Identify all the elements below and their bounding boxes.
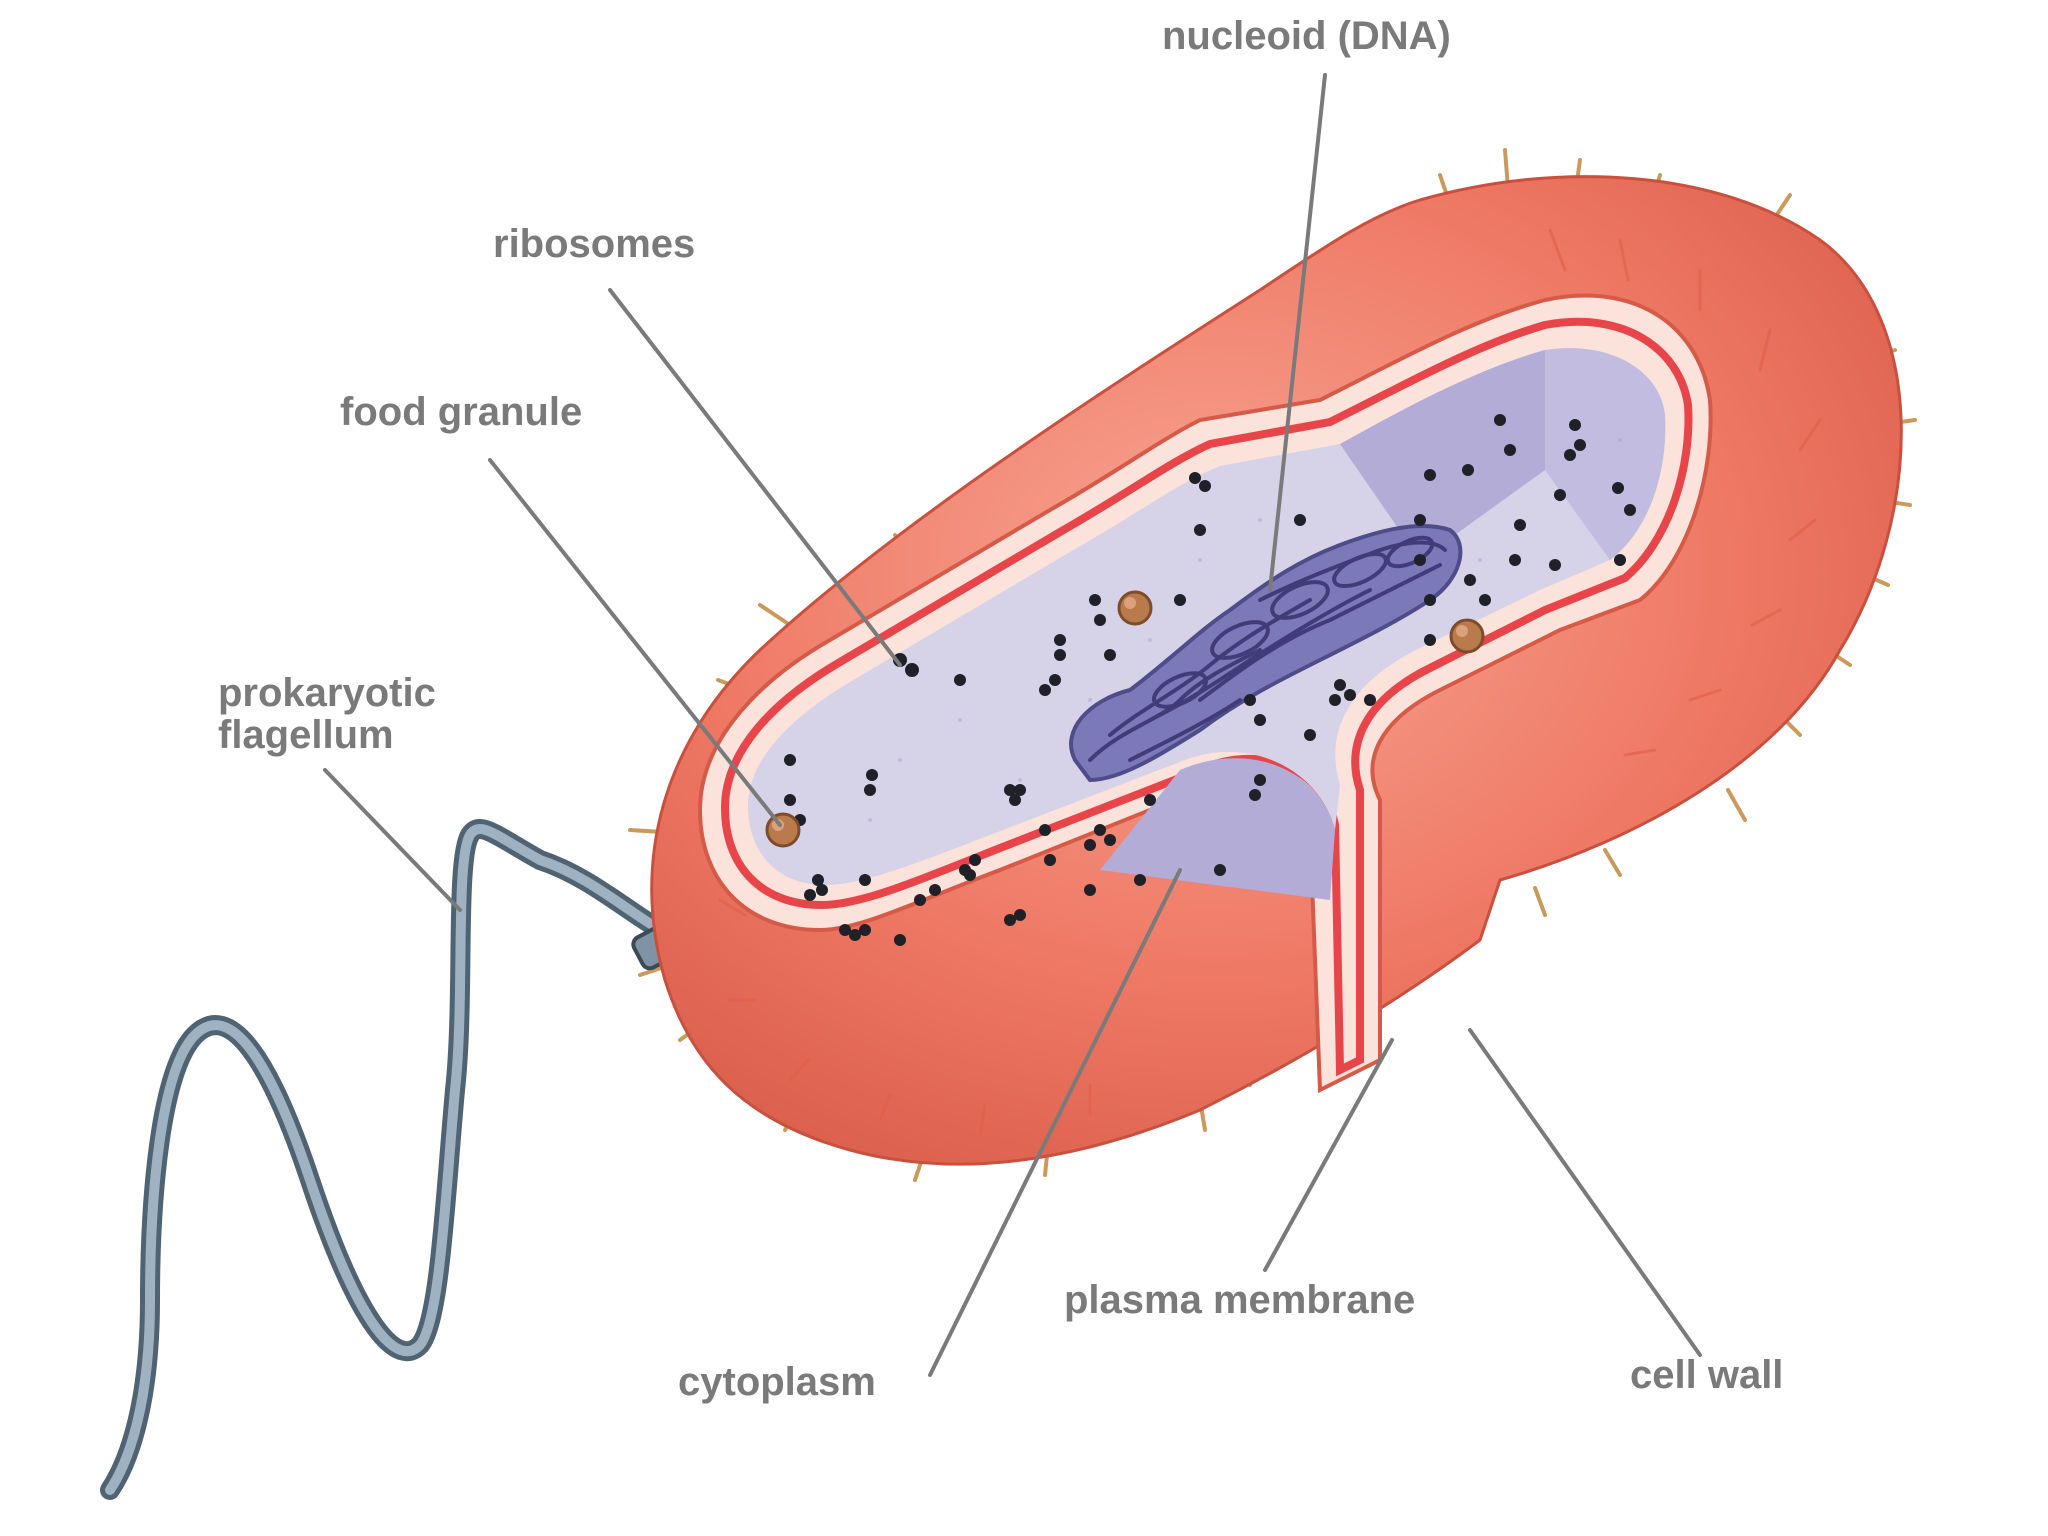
label-nucleoid: nucleoid (DNA) — [1162, 14, 1451, 58]
cytoplasm-region — [748, 348, 1666, 900]
label-cell-wall: cell wall — [1630, 1353, 1784, 1397]
leader-line-plasma-membrane — [1263, 1038, 1394, 1272]
leader-line-flagellum — [323, 768, 462, 912]
leader-line-nucleoid — [1268, 73, 1327, 592]
label-flagellum-line-1: prokaryotic — [218, 671, 436, 715]
nucleoid-dna — [1069, 523, 1463, 783]
label-cytoplasm: cytoplasm — [678, 1360, 876, 1404]
label-ribosomes: ribosomes — [493, 222, 696, 266]
ribosomes — [784, 414, 1636, 946]
label-flagellum: prokaryotic flagellum — [218, 672, 436, 756]
leader-lines — [323, 73, 1702, 1377]
label-flagellum-line-2: flagellum — [218, 713, 394, 757]
label-food-granule: food granule — [340, 390, 583, 434]
leader-line-cytoplasm — [928, 868, 1182, 1377]
label-plasma-membrane: plasma membrane — [1064, 1278, 1416, 1322]
leader-line-ribosomes — [608, 288, 902, 667]
leader-line-cell-wall — [1468, 1028, 1702, 1357]
leader-line-food-granule — [488, 458, 782, 827]
food-granules — [765, 590, 1485, 848]
